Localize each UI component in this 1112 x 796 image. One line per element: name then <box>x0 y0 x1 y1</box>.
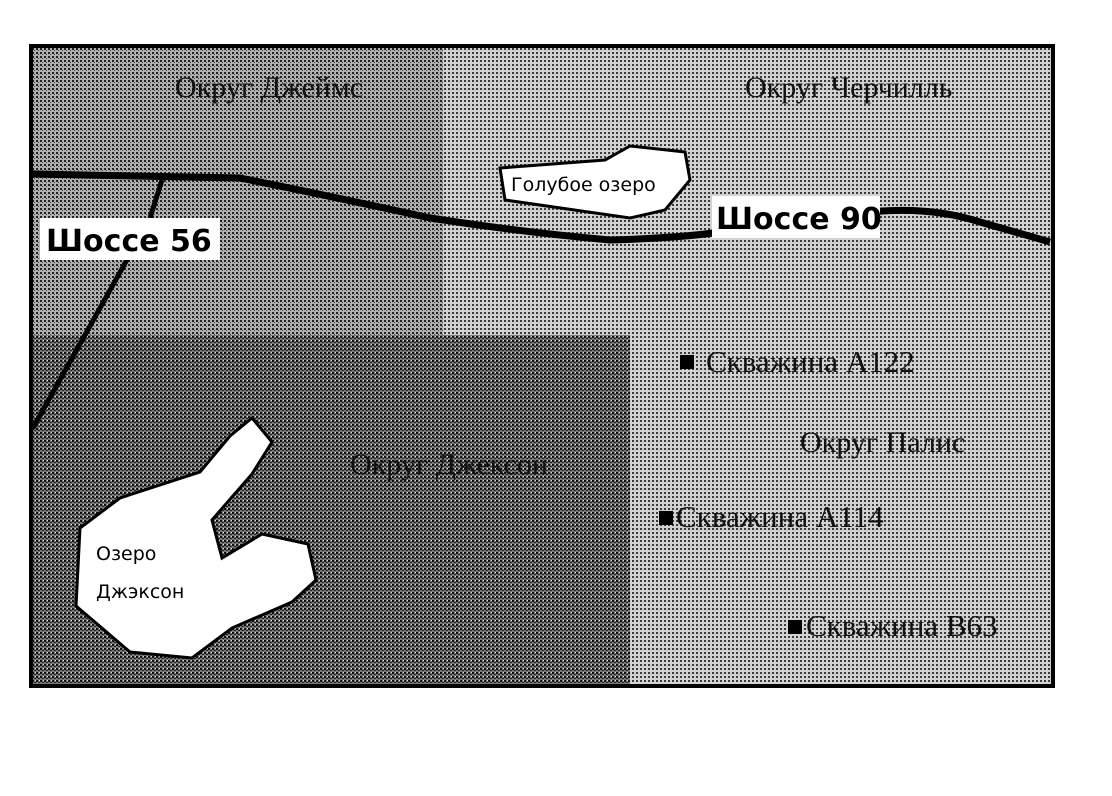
well-a114[interactable]: Скважина А114 <box>659 499 884 534</box>
jackson-lake-label-line2: Джэксон <box>96 581 184 603</box>
road-56-label: Шоссе 56 <box>46 224 212 259</box>
road-56-label-bg <box>40 218 220 260</box>
well-a114-label: Скважина А114 <box>676 499 884 534</box>
region-palis-county <box>630 335 1053 685</box>
county-churchill-label: Округ Черчилль <box>745 71 952 104</box>
county-jackson-label: Округ Джексон <box>350 448 548 481</box>
blue-lake-label: Голубое озеро <box>511 174 656 196</box>
road-56-line[interactable] <box>30 179 165 430</box>
well-a122[interactable]: Скважина А122 <box>680 344 915 379</box>
road-90-line[interactable] <box>32 170 1051 246</box>
jackson-lake[interactable] <box>74 415 318 660</box>
well-marker-icon <box>680 355 694 369</box>
well-marker-icon <box>788 620 802 634</box>
road-90-label: Шоссе 90 <box>716 202 882 237</box>
jackson-lake-label-line1: Озеро <box>96 543 156 565</box>
county-james-label: Округ Джеймс <box>175 71 363 104</box>
road-90-label-bg <box>712 196 880 238</box>
blue-lake[interactable] <box>498 144 692 220</box>
region-james-county <box>33 47 443 335</box>
county-palis-label: Округ Палис <box>800 426 965 459</box>
well-b63-label: Скважина В63 <box>806 608 998 643</box>
map-border <box>29 44 1055 688</box>
well-b63[interactable]: Скважина В63 <box>788 608 998 643</box>
well-marker-icon <box>659 511 673 525</box>
well-a122-label: Скважина А122 <box>706 344 915 379</box>
